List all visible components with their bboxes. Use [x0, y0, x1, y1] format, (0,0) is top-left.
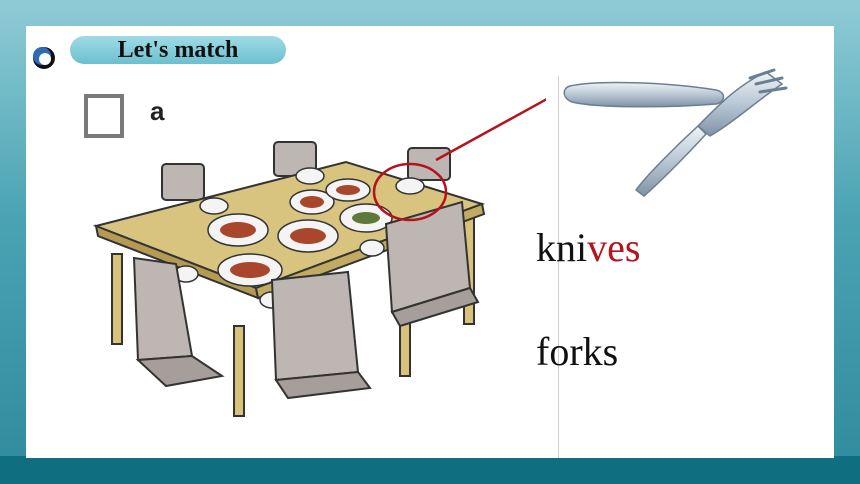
item-label: a: [150, 96, 165, 126]
bullet-icon: [33, 47, 55, 69]
page-title: Let's match: [117, 36, 239, 63]
word-knives-stem: kni: [536, 225, 588, 270]
table-illustration: [92, 98, 546, 417]
slide-canvas: Let's match a: [26, 26, 834, 458]
bottom-frame-band: [0, 456, 860, 484]
word-knives: knives: [536, 224, 640, 271]
word-knives-ending: ves: [587, 225, 641, 270]
fork-knife-illustration: [563, 68, 788, 197]
answer-checkbox[interactable]: [84, 94, 124, 138]
word-forks: forks: [536, 328, 618, 375]
column-divider: [558, 76, 559, 458]
word-forks-stem: forks: [536, 329, 619, 374]
title-badge: Let's match: [70, 36, 286, 64]
